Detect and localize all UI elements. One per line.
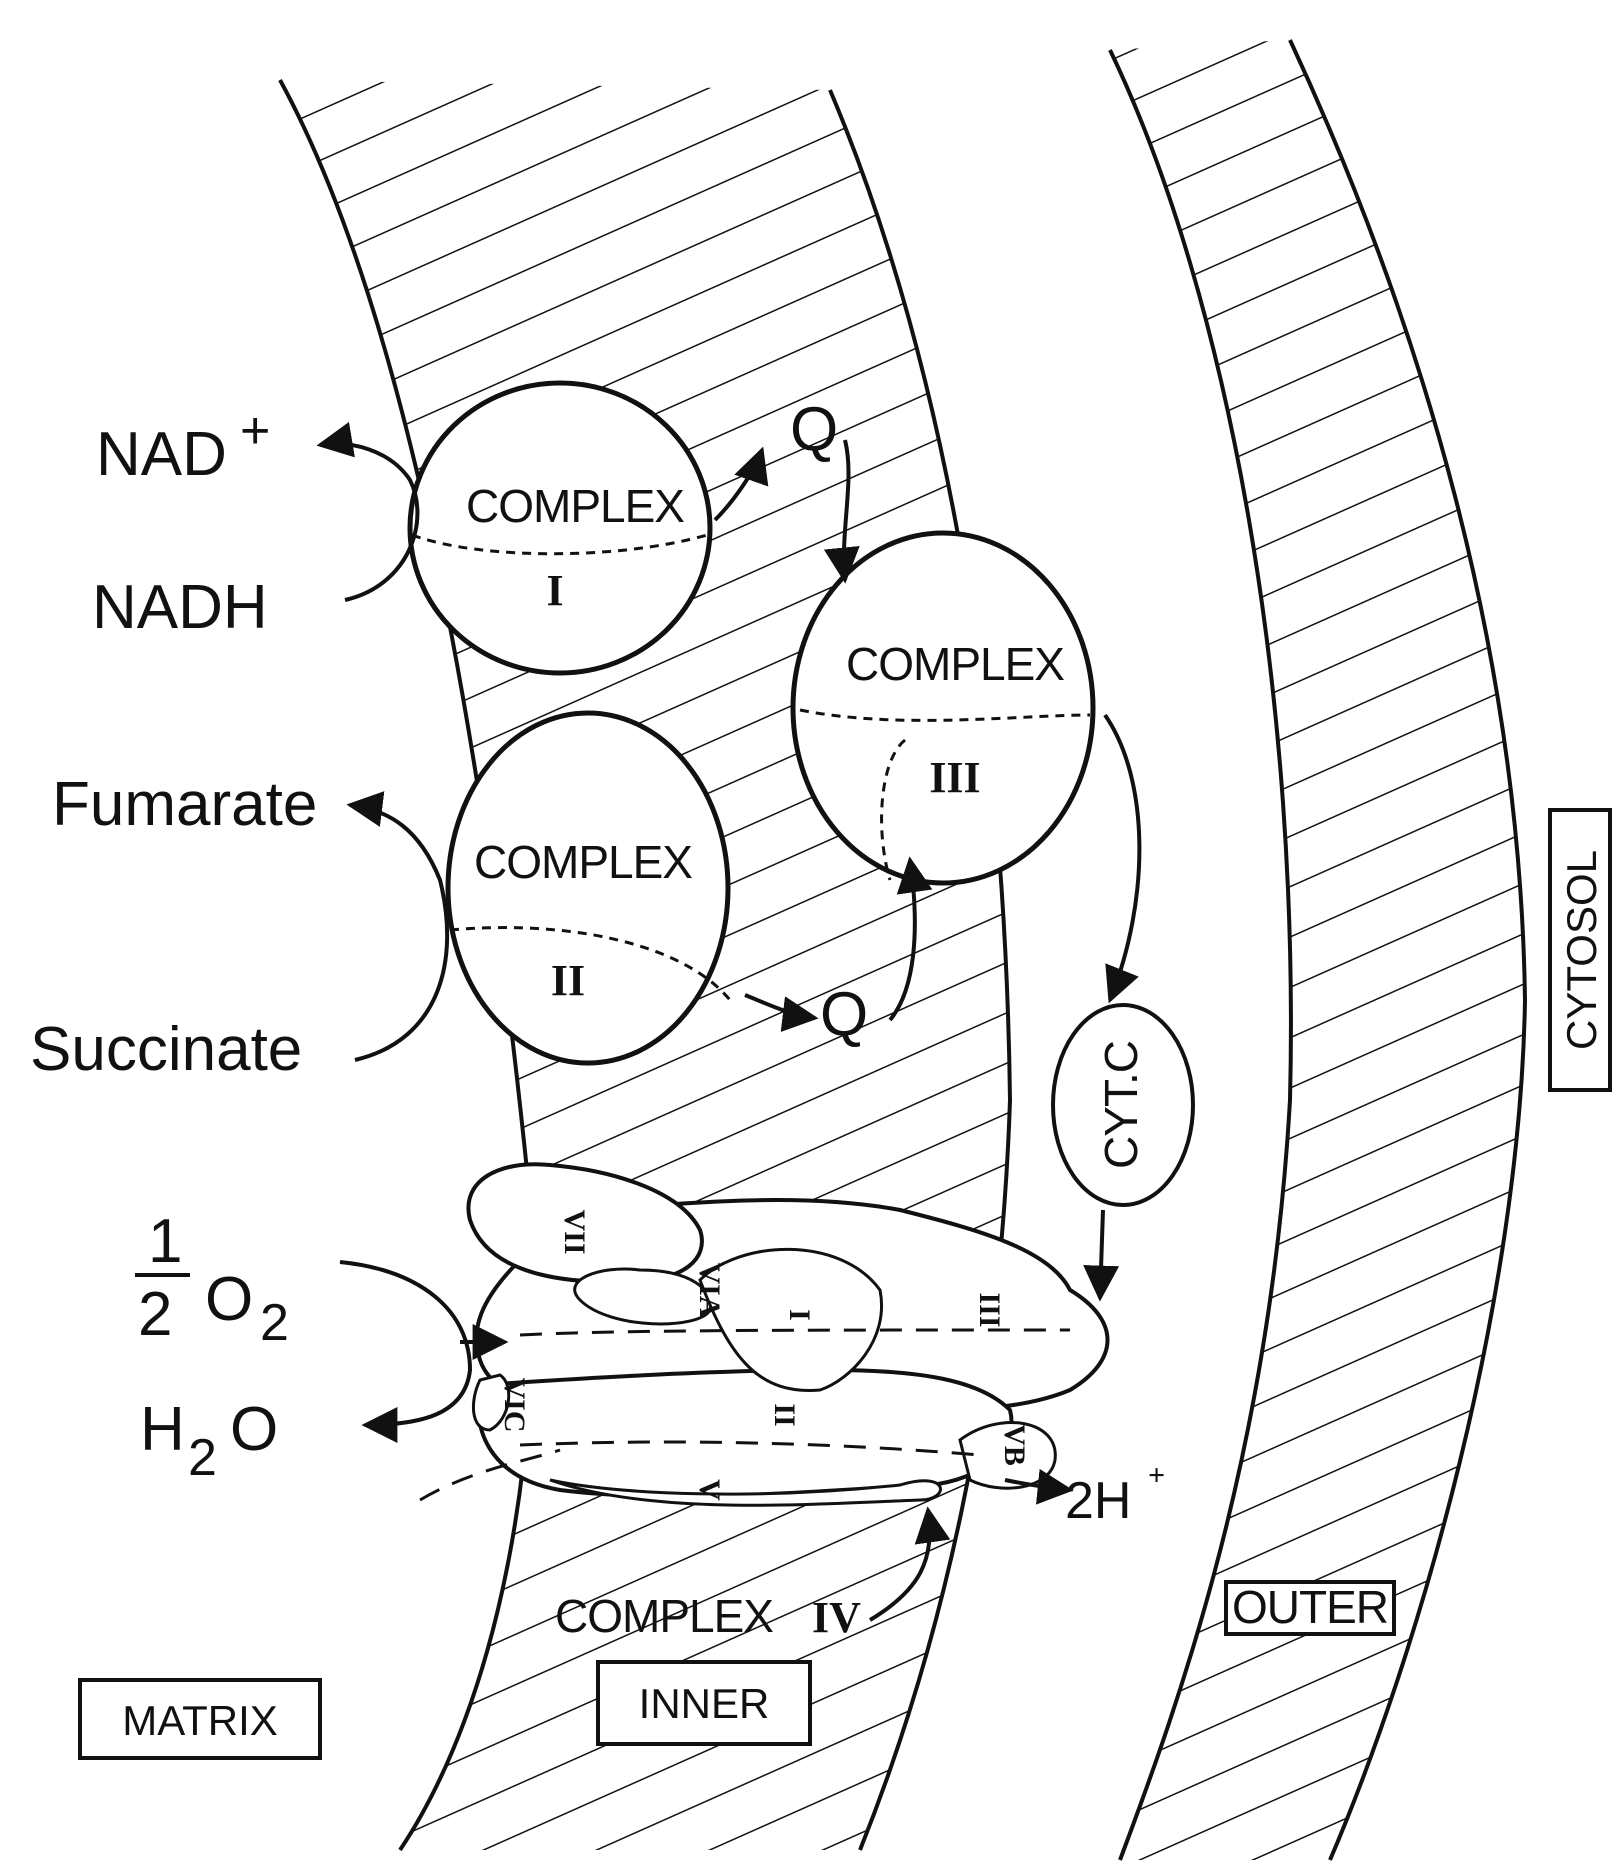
svg-text:MATRIX: MATRIX (122, 1697, 278, 1744)
fumarate-label: Fumarate (52, 770, 317, 839)
subunit-i: I (783, 1309, 816, 1321)
complex-iv-label: COMPLEX IV (555, 1590, 861, 1642)
nadh-arrow (320, 444, 417, 600)
complex-ii-number: II (551, 956, 585, 1005)
svg-text:2: 2 (188, 1429, 217, 1487)
inner-region-box: INNER (598, 1662, 810, 1744)
two-h-plus-label: 2H + (1065, 1459, 1165, 1530)
matrix-region-box: MATRIX (80, 1680, 320, 1758)
q-bottom-label: Q (820, 980, 868, 1049)
svg-text:CYTOSOL: CYTOSOL (1558, 850, 1605, 1050)
complex-iii-label: COMPLEX (846, 638, 1064, 690)
svg-text:1: 1 (148, 1207, 182, 1276)
subunit-iii: III (973, 1292, 1006, 1327)
q-top-label: Q (790, 395, 838, 464)
svg-text:INNER: INNER (639, 1680, 770, 1727)
svg-text:2H: 2H (1065, 1472, 1131, 1530)
cyt-c-label: CYT.C (1095, 1041, 1147, 1169)
subunit-vic: VIC (498, 1377, 531, 1432)
nad-plus-label: NAD (96, 420, 227, 489)
cytc-to-complex-iv-arrow (1100, 1210, 1103, 1298)
complex-ii-label: COMPLEX (474, 836, 692, 888)
complex-ii: COMPLEX II (448, 713, 730, 1063)
subunit-vii: VII (558, 1209, 591, 1254)
cytosol-region-box: CYTOSOL (1550, 810, 1610, 1090)
svg-text:COMPLEX: COMPLEX (555, 1590, 773, 1642)
half-oxygen-label: 1 2 O 2 (135, 1207, 289, 1352)
svg-text:+: + (1148, 1459, 1165, 1492)
complex-iii: COMPLEX III (793, 533, 1093, 883)
cytochrome-c: CYT.C (1053, 1005, 1193, 1205)
svg-text:2: 2 (138, 1280, 172, 1349)
subunit-ii: II (768, 1403, 801, 1426)
nadh-label: NADH (92, 573, 268, 642)
complex-i: COMPLEX I (410, 383, 710, 673)
svg-text:H: H (140, 1395, 185, 1464)
complex-i-label: COMPLEX (466, 480, 684, 532)
svg-text:IV: IV (812, 1593, 861, 1642)
svg-text:OUTER: OUTER (1232, 1581, 1388, 1633)
oxygen-to-water-arrow (340, 1262, 470, 1425)
svg-text:O: O (230, 1395, 278, 1464)
complex-iii-to-cytc-arrow (1105, 715, 1139, 1000)
nad-plus-superscript: + (240, 402, 270, 460)
svg-text:2: 2 (260, 1294, 289, 1352)
subunit-vb: VB (998, 1424, 1031, 1466)
subunit-v: V (693, 1479, 726, 1501)
outer-region-box: OUTER (1226, 1581, 1394, 1634)
complex-iii-number: III (929, 753, 980, 802)
subunit-via: VIA (693, 1262, 726, 1317)
svg-text:O: O (205, 1265, 253, 1334)
succinate-arrow (350, 805, 447, 1060)
complex-i-number: I (546, 566, 563, 615)
water-label: H 2 O (140, 1395, 278, 1487)
succinate-label: Succinate (30, 1015, 302, 1084)
